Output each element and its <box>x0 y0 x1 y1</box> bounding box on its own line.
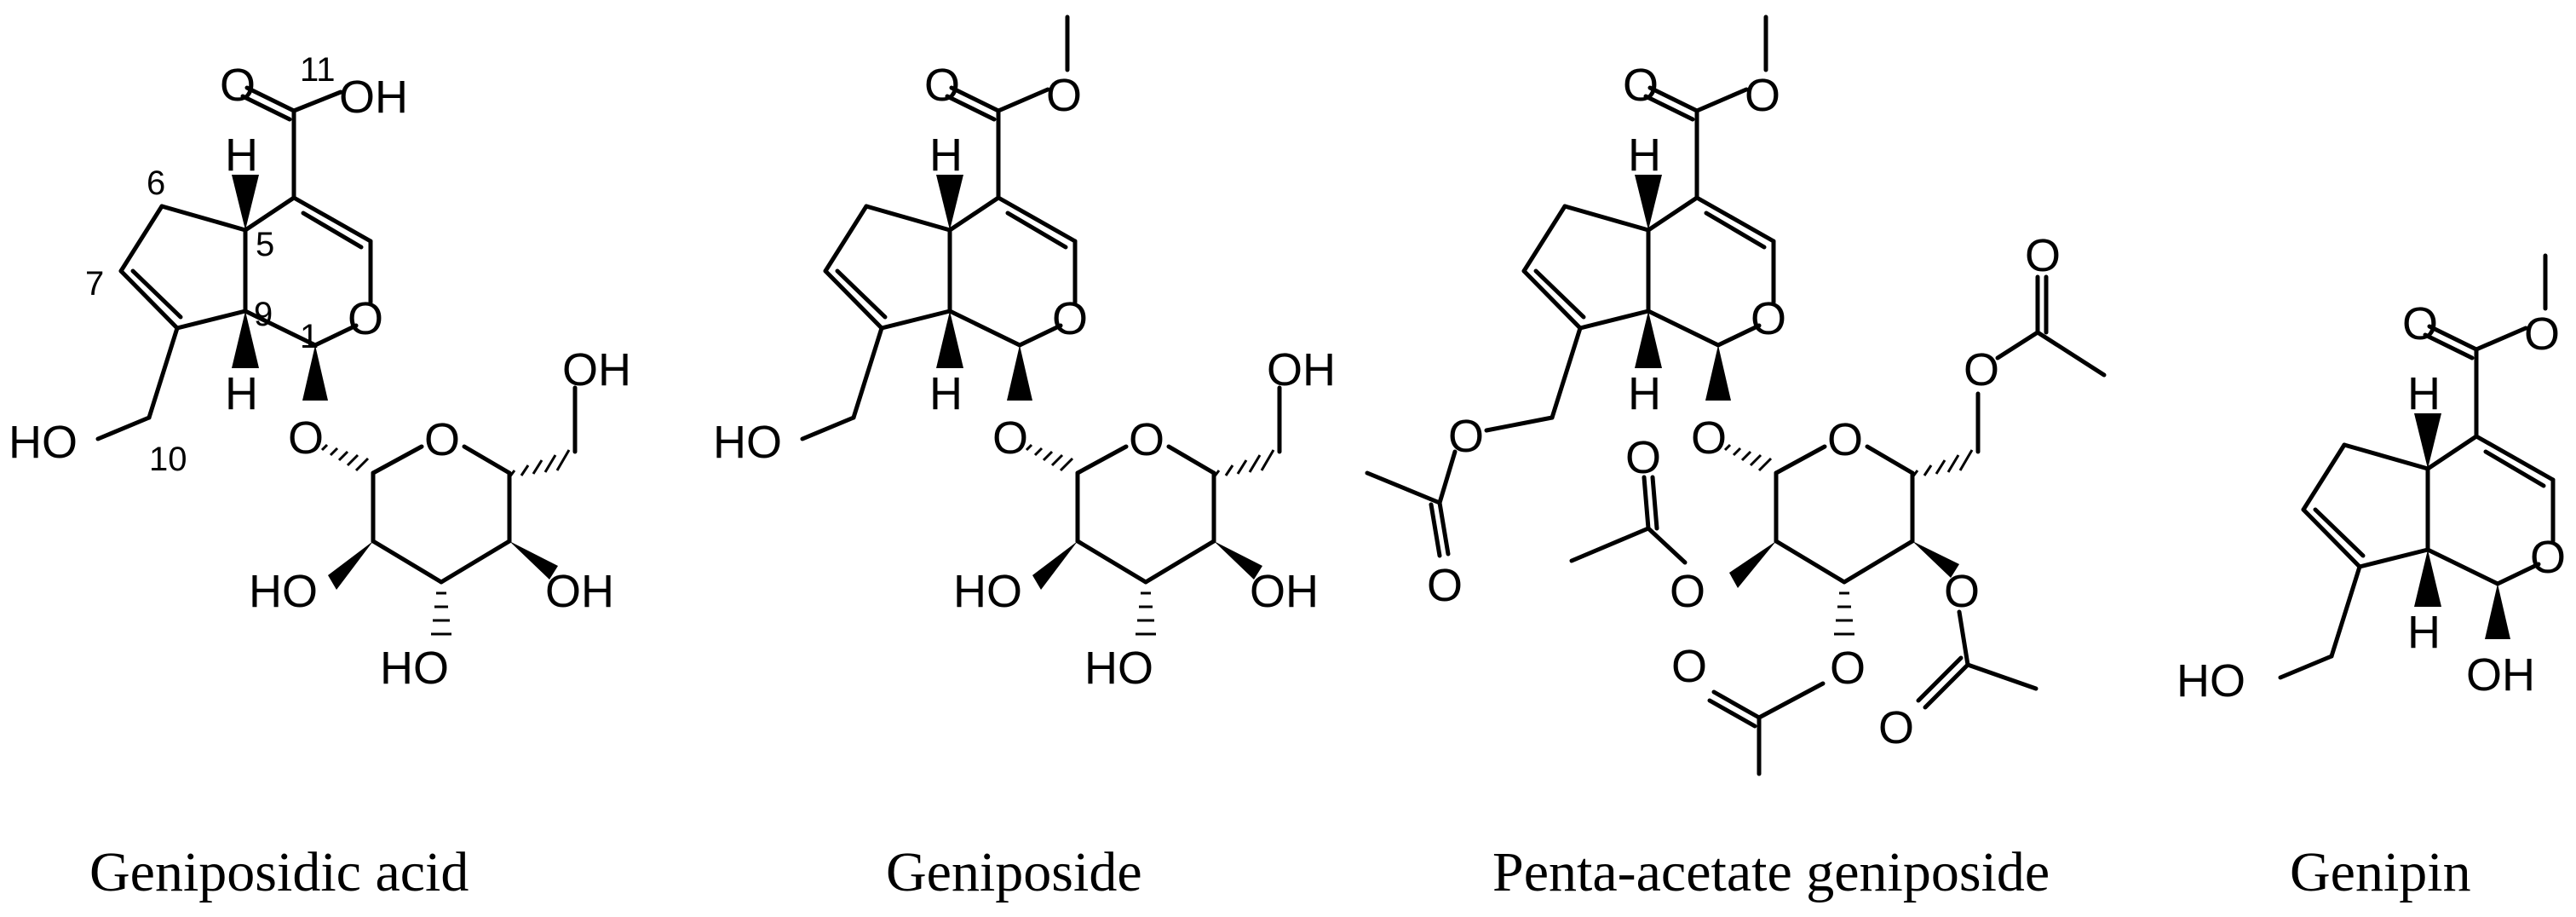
h5-label: H <box>2407 368 2441 419</box>
structure-genipin: O O O H H OH HO <box>2176 253 2566 706</box>
glycosidic-o-label: O <box>992 412 1028 464</box>
ester-o-label: O <box>1745 70 1780 121</box>
ring-o-label: O <box>1751 293 1786 344</box>
atom-number-1: 1 <box>300 318 319 355</box>
ac10-ester-o-label: O <box>1448 411 1484 462</box>
h5-label: H <box>1628 130 1661 181</box>
ac4-carbonyl-o-label: O <box>1878 702 1914 753</box>
h5-label: H <box>929 130 963 181</box>
atom-number-9: 9 <box>254 296 273 333</box>
ester-o-label: O <box>2524 309 2560 360</box>
glycosidic-o-label: O <box>288 412 324 464</box>
caption-geniposide: Geniposide <box>886 841 1142 903</box>
sugar-oh-bottom-label: HO <box>380 643 449 694</box>
h5-label: H <box>225 130 258 181</box>
h9-label: H <box>1628 368 1661 419</box>
sugar-ring-o-label: O <box>1129 414 1164 465</box>
sugar-oh-right-label: OH <box>545 566 614 617</box>
carbonyl-o-label: O <box>2402 298 2438 349</box>
acid-oh-label: OH <box>339 72 408 123</box>
carbonyl-o-label: O <box>924 60 960 111</box>
sugar-oh-left-label: HO <box>953 566 1022 617</box>
ring-o-label: O <box>348 293 383 344</box>
oh-1-label: OH <box>2466 649 2535 701</box>
atom-number-6: 6 <box>147 164 165 202</box>
ring-o-label: O <box>1052 293 1088 344</box>
sugar-oh-right-label: OH <box>1250 566 1319 617</box>
atom-number-7: 7 <box>85 265 104 303</box>
ac10-carbonyl-o-label: O <box>1427 560 1463 611</box>
structure-geniposidic-acid: O OH O H H O O OH HO HO OH HO 11 6 7 5 9… <box>9 51 631 694</box>
structure-geniposide: O O O H H O O OH HO HO OH HO <box>713 14 1336 694</box>
sugar-oh-bottom-label: HO <box>1084 643 1153 694</box>
caption-penta-acetate-geniposide: Penta-acetate geniposide <box>1492 841 2050 903</box>
ac6-carbonyl-o-label: O <box>2025 230 2061 281</box>
ac2-ester-o-label: O <box>1670 566 1705 617</box>
atom-number-5: 5 <box>256 226 274 263</box>
ac4-ester-o-label: O <box>1944 566 1980 617</box>
ch2o-label: O <box>1964 344 1999 395</box>
carbonyl-o-label: O <box>220 60 256 111</box>
ho-10-label: HO <box>2176 655 2245 706</box>
ac3-carbonyl-o-label: O <box>1671 641 1707 692</box>
caption-genipin: Genipin <box>2290 841 2471 903</box>
sugar-oh-left-label: HO <box>249 566 318 617</box>
structure-penta-acetate-geniposide: O O O H H O O O O O O O O O O O O <box>1365 14 2107 776</box>
atom-number-10: 10 <box>149 441 187 478</box>
ring-o-label: O <box>2530 532 2566 583</box>
sugar-ring-o-label: O <box>424 414 460 465</box>
h9-label: H <box>2407 607 2441 658</box>
h9-label: H <box>929 368 963 419</box>
caption-geniposidic-acid: Geniposidic acid <box>89 841 469 903</box>
glycosidic-o-label: O <box>1691 412 1727 464</box>
ch2oh-label: OH <box>1267 344 1336 395</box>
ho-10-label: HO <box>9 417 78 468</box>
ho-10-label: HO <box>713 417 782 468</box>
carbonyl-o-label: O <box>1623 60 1659 111</box>
ch2oh-label: OH <box>562 344 631 395</box>
h9-label: H <box>225 368 258 419</box>
ac2-carbonyl-o-label: O <box>1625 432 1661 483</box>
sugar-ring-o-label: O <box>1827 414 1863 465</box>
ac3-ester-o-label: O <box>1830 643 1866 694</box>
ester-o-label: O <box>1046 70 1082 121</box>
atom-number-11: 11 <box>300 51 336 89</box>
